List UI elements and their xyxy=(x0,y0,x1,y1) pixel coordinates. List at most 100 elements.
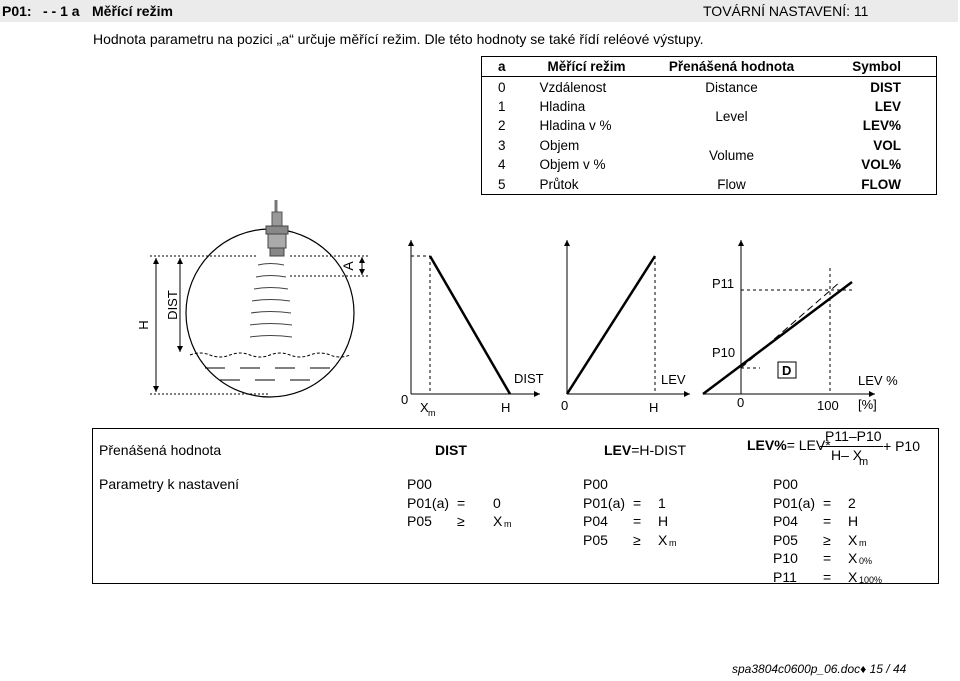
graph1-ylabel: DIST xyxy=(514,371,544,386)
cell-symbol: LEV% xyxy=(862,118,901,134)
header-bar xyxy=(0,0,958,22)
cell-symbol: VOL% xyxy=(861,157,901,173)
param-operator: = xyxy=(823,568,832,585)
table-row: 1 Hladina Level LEV xyxy=(482,97,937,124)
param-operator: = xyxy=(633,494,642,511)
graph3-x0: 0 xyxy=(737,395,744,410)
graph3-x100: 100 xyxy=(817,398,839,413)
cell-a: 3 xyxy=(497,137,506,153)
param-code: P01(a) xyxy=(773,494,816,511)
formula-plus: + P10 xyxy=(883,438,920,454)
param-code: P01(a) xyxy=(583,494,626,511)
param-code: P11 xyxy=(773,568,797,585)
graph3-p11: P11 xyxy=(712,276,734,291)
formula-denominator-sub: m xyxy=(859,456,869,468)
param-name: Měřící režim xyxy=(92,3,173,19)
param-value: X xyxy=(848,568,858,585)
graph3-unit: [%] xyxy=(858,397,877,412)
graph-lev: 0 H LEV xyxy=(561,240,690,415)
cell-symbol: VOL xyxy=(873,137,901,153)
param-code: P04 xyxy=(773,513,798,529)
graph3-d-box xyxy=(777,361,797,379)
formula-fraction-bar xyxy=(820,446,883,447)
param-value-sub: 0% xyxy=(859,556,873,566)
param-value: X xyxy=(848,550,858,566)
cell-mode: Objem xyxy=(539,137,580,153)
formula-numerator: P11–P10 xyxy=(825,428,882,444)
graph2-x0: 0 xyxy=(561,398,568,413)
graph1-x0: 0 xyxy=(401,392,408,407)
param-operator: = xyxy=(823,550,832,566)
param-code: P05 xyxy=(407,513,432,529)
footer-doc: spa3804c0600p_06.doc xyxy=(732,662,861,676)
factory-setting: TOVÁRNÍ NASTAVENÍ: 11 xyxy=(703,3,869,19)
cell-value: Flow xyxy=(717,176,746,192)
measurement-diagram: H DIST A 0 X m H DIST 0 H LEV xyxy=(136,200,898,418)
table-row: 5 Průtok Flow FLOW xyxy=(482,175,937,195)
graph2-xh: H xyxy=(649,400,658,415)
params-label: Parametry k nastavení xyxy=(99,476,240,492)
liquid-surface xyxy=(189,352,351,358)
graph3-p10: P10 xyxy=(712,345,735,360)
graph3-d-label: D xyxy=(782,363,791,378)
graph-lev-percent: D P11 P10 0 100 [%] LEV % xyxy=(702,240,898,413)
tank-dist-label: DIST xyxy=(165,290,180,320)
graph1-xh: H xyxy=(501,400,510,415)
param-operator: ≥ xyxy=(633,531,641,548)
formula-denominator: H– X xyxy=(831,447,863,463)
param-value: X xyxy=(658,531,668,548)
cell-mode: Hladina v % xyxy=(539,118,612,134)
cell-value: Distance xyxy=(705,79,758,95)
cell-mode: Objem v % xyxy=(539,157,606,173)
param-value: 1 xyxy=(658,494,666,511)
graph3-line xyxy=(702,281,853,395)
param-code: P10 xyxy=(773,550,798,566)
page-footer: spa3804c0600p_06.doc♦ 15 / 44 xyxy=(732,662,906,676)
param-code: P01(a) xyxy=(407,494,450,511)
tank-a-label: A xyxy=(340,261,356,271)
param-value: X xyxy=(848,531,858,548)
table-row: 2 Hladina v % LEV% xyxy=(482,116,937,135)
footer-page: 15 / 44 xyxy=(869,662,907,676)
param-operator: = xyxy=(823,494,832,511)
table-row: 4 Objem v % VOL% xyxy=(482,155,937,174)
param-value: X xyxy=(493,513,503,529)
cell-a: 4 xyxy=(497,157,506,173)
param-value: 0 xyxy=(493,494,501,511)
table-row: 3 Objem Volume VOL xyxy=(482,136,937,163)
sensor-icon xyxy=(265,200,289,257)
param-value-sub: m xyxy=(669,537,677,548)
col-header-a: a xyxy=(481,56,522,78)
param-code: P00 xyxy=(773,476,798,492)
param-code: P00 xyxy=(407,476,432,492)
col-header-value: Přenášená hodnota xyxy=(651,56,812,78)
param-code: P05 xyxy=(773,531,798,548)
col-header-mode: Měřící režim xyxy=(521,56,652,78)
cell-a: 5 xyxy=(497,176,506,192)
graph1-xm-sub: m xyxy=(428,408,436,418)
cell-a: 1 xyxy=(497,99,506,115)
col-header-symbol: Symbol xyxy=(811,56,937,78)
dist-title: DIST xyxy=(435,442,467,458)
param-mode: - - 1 a xyxy=(43,3,80,19)
mode-table: a Měřící režim Přenášená hodnota Symbol … xyxy=(481,56,937,195)
settings-box: Přenášená hodnota DIST LEV=H-DIST LEV%= … xyxy=(92,428,939,585)
param-operator: = xyxy=(823,513,832,529)
param-value: 2 xyxy=(848,494,856,511)
param-operator: = xyxy=(633,513,642,529)
graph1-line xyxy=(428,255,512,395)
cell-a: 2 xyxy=(497,118,506,134)
param-operator: ≥ xyxy=(823,531,831,548)
graph-dist: 0 X m H DIST xyxy=(401,240,544,418)
cell-symbol: DIST xyxy=(870,79,901,95)
param-value: H xyxy=(658,513,669,529)
cell-symbol: FLOW xyxy=(861,176,901,192)
cell-a: 0 xyxy=(497,79,506,95)
cell-mode: Vzdálenost xyxy=(539,79,607,95)
param-value-sub: m xyxy=(504,519,512,529)
graph1-xm: X xyxy=(420,400,429,415)
cell-mode: Hladina xyxy=(539,99,586,115)
lev-title: LEV=H-DIST xyxy=(604,442,687,458)
param-operator: = xyxy=(457,494,466,511)
graph3-ylabel: LEV % xyxy=(858,373,898,388)
